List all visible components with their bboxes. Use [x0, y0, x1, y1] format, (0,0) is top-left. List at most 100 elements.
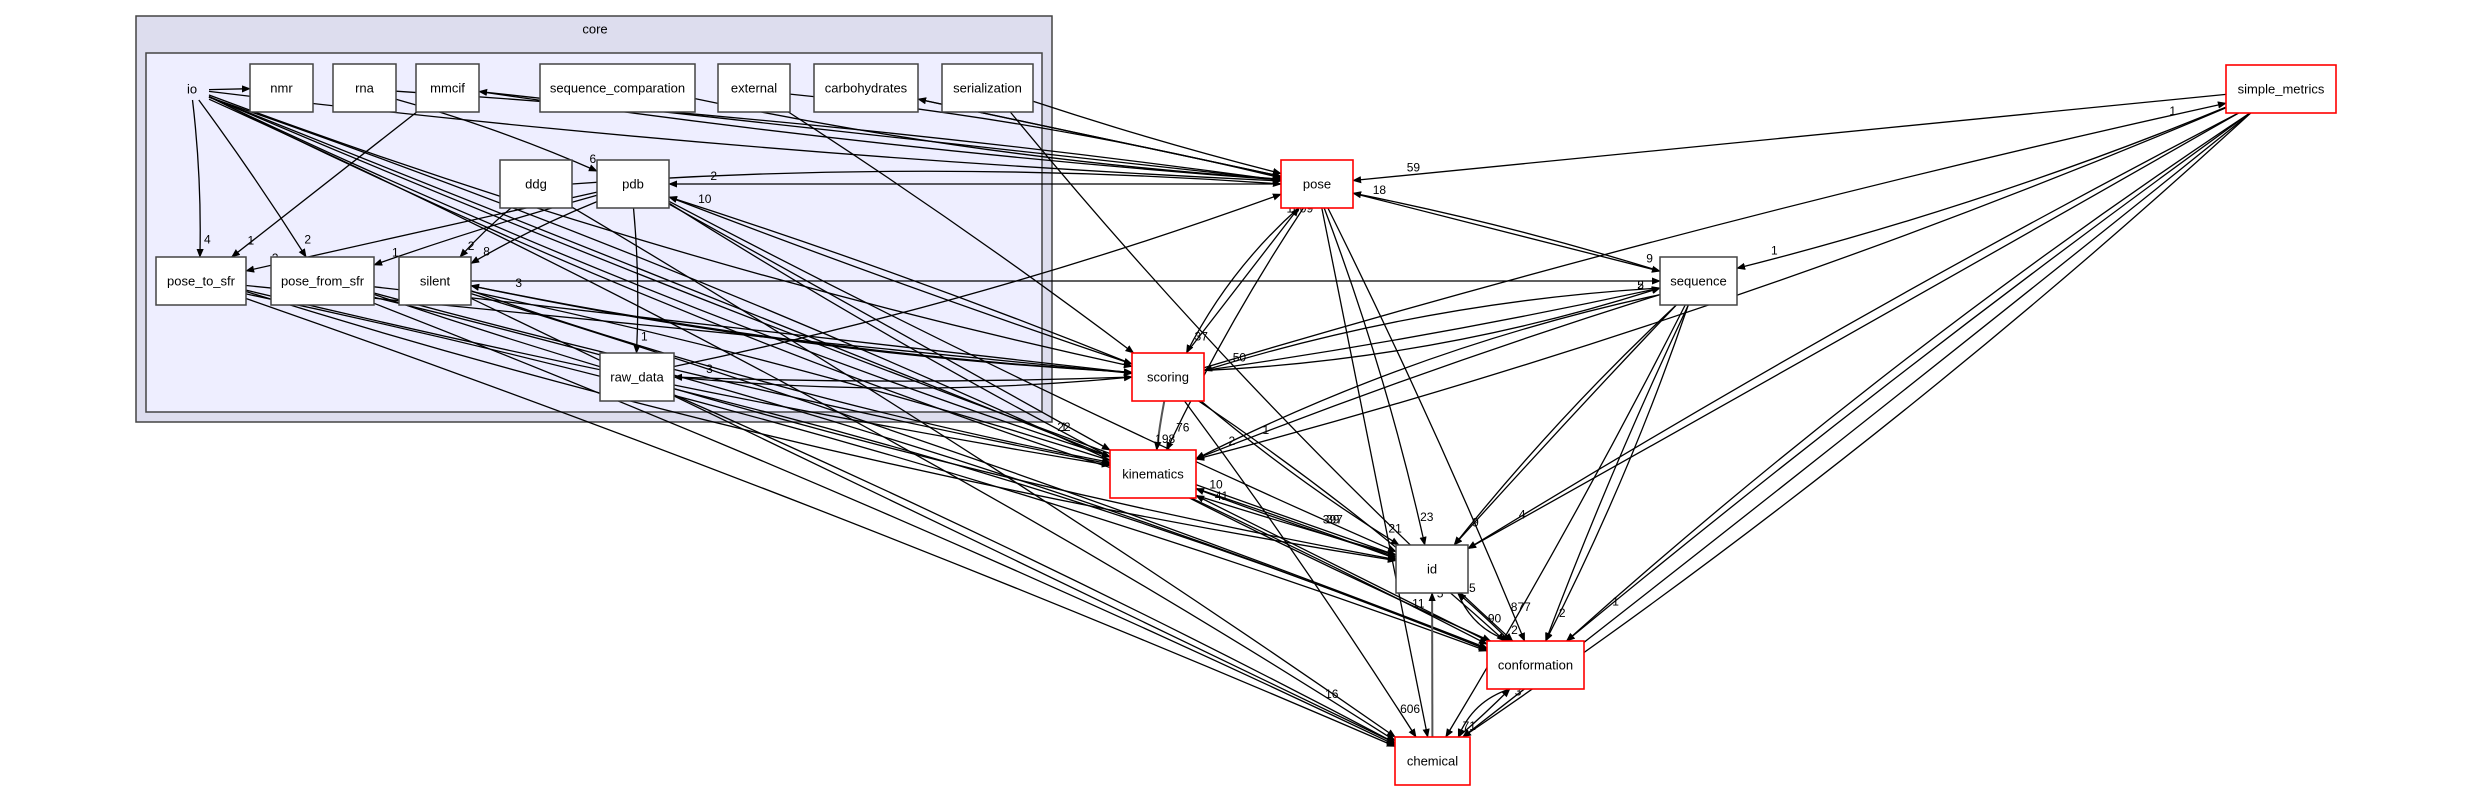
edge-label[interactable]: 41 [1215, 489, 1229, 503]
node-box[interactable] [539, 63, 696, 113]
edge-rna-to-pose[interactable] [395, 90, 1282, 183]
edge-label[interactable]: 16 [1325, 687, 1339, 701]
edge-label[interactable]: 2 [1559, 606, 1566, 620]
edge-label[interactable]: 877 [1511, 600, 1531, 614]
node-id[interactable]: id [1395, 544, 1469, 594]
edge-io-to-conformation[interactable] [208, 96, 1488, 645]
edge-label[interactable]: 10 [698, 192, 712, 206]
edge-pose_to_sfr-to-kinematics[interactable] [245, 289, 1111, 468]
node-box[interactable] [1395, 544, 1469, 594]
edge-label[interactable]: 8 [483, 245, 490, 259]
edge-pose_from_sfr-to-kinematics[interactable] [373, 292, 1111, 466]
node-scoring[interactable]: scoring [1131, 352, 1205, 402]
edge-label[interactable]: 9 [1646, 252, 1653, 266]
edge-sequence-to-conformation[interactable] [1545, 304, 1689, 642]
edge-pdb-to-conformation[interactable] [668, 202, 1492, 642]
edge-label[interactable]: 1 [392, 246, 399, 260]
edge-label[interactable]: 6 [590, 152, 597, 166]
edge-label[interactable]: 1 [1612, 594, 1619, 608]
edge-pose_from_sfr-to-id[interactable] [373, 293, 1397, 562]
edge-label[interactable]: 1 [641, 329, 648, 343]
edge-scoring-to-simple_metrics[interactable] [1203, 101, 2227, 369]
edge-label[interactable]: 59 [1407, 160, 1421, 174]
edge-label[interactable]: 1 [1262, 423, 1269, 437]
edge-label[interactable]: 2 [1637, 278, 1644, 292]
edge-sequence-to-id[interactable] [1453, 304, 1677, 546]
node-pdb[interactable]: pdb [596, 159, 670, 209]
node-box[interactable] [1109, 449, 1197, 499]
edge-scoring-to-sequence[interactable] [1203, 286, 1661, 372]
edge-pdb-to-silent[interactable] [470, 200, 598, 264]
edge-sequence-to-kinematics[interactable] [1195, 293, 1661, 460]
edge-label[interactable]: 606 [1400, 702, 1420, 716]
node-box[interactable] [1280, 159, 1354, 209]
node-conformation[interactable]: conformation [1486, 640, 1585, 690]
edge-label[interactable]: 397 [1323, 513, 1343, 527]
edge-label[interactable]: 198 [1155, 432, 1175, 446]
edge-simple_metrics-to-conformation[interactable] [1565, 112, 2251, 642]
edge-label[interactable]: 18 [1373, 183, 1387, 197]
edge-label[interactable]: 2 [1228, 434, 1235, 448]
edge-io-to-pose_to_sfr[interactable] [191, 99, 204, 258]
node-box[interactable] [717, 63, 791, 113]
node-pose-from-sfr[interactable]: pose_from_sfr [270, 256, 375, 306]
node-external[interactable]: external [717, 63, 791, 113]
edge-scoring-to-pose[interactable] [1185, 207, 1300, 354]
edge-simple_metrics-to-conformation[interactable] [1565, 112, 2251, 642]
edge-sequence-to-id[interactable] [1453, 304, 1677, 546]
edge-scoring-to-sequence[interactable] [1203, 287, 1661, 372]
edge-simple_metrics-to-id[interactable] [1467, 112, 2239, 550]
edge-sequence-to-scoring[interactable] [1203, 287, 1661, 372]
edge-label[interactable]: 39 [1326, 513, 1340, 527]
edge-pose-to-conformation[interactable] [1327, 207, 1526, 642]
edge-pose_to_sfr-to-chemical[interactable] [245, 297, 1396, 747]
edge-label[interactable]: 21 [1388, 521, 1402, 535]
edge-sequence-to-chemical[interactable] [1445, 304, 1686, 738]
edge-pose_from_sfr-to-chemical[interactable] [373, 302, 1396, 746]
edge-external-to-scoring[interactable] [788, 111, 1135, 354]
edge-label[interactable]: 50 [1233, 351, 1247, 365]
edge-label[interactable]: 1 [247, 233, 254, 247]
edge-label[interactable]: 2 [468, 239, 475, 253]
node-simple-metrics[interactable]: simple_metrics [2225, 64, 2337, 114]
edge-scoring-to-kinematics[interactable] [1154, 400, 1166, 451]
edge-silent-to-conformation[interactable] [470, 292, 1488, 649]
edge-io-to-kinematics[interactable] [208, 96, 1111, 458]
node-box[interactable] [941, 63, 1034, 113]
edge-io-to-chemical[interactable] [208, 98, 1396, 742]
edge-pose-to-id[interactable] [1323, 207, 1427, 546]
edge-serialization-to-pose[interactable] [1032, 100, 1282, 176]
edge-label[interactable]: 3 [706, 362, 713, 376]
edge-raw_data-to-chemical[interactable] [673, 394, 1396, 744]
edge-pdb-to-scoring[interactable] [668, 196, 1133, 365]
edge-label[interactable]: 5 [1637, 278, 1644, 292]
node-box[interactable] [2225, 64, 2337, 114]
edge-label[interactable]: 90 [1488, 612, 1502, 626]
edge-label[interactable]: 2 [304, 233, 311, 247]
edge-label[interactable]: 10 [1209, 478, 1223, 492]
edge-label[interactable]: 4 [204, 233, 211, 247]
edge-pdb-to-id[interactable] [668, 200, 1397, 553]
node-box[interactable] [155, 256, 247, 306]
edge-id-to-conformation[interactable] [1457, 592, 1511, 642]
edge-silent-to-kinematics[interactable] [470, 290, 1111, 465]
edge-simple_metrics-to-id[interactable] [1467, 112, 2239, 550]
node-box[interactable] [499, 159, 573, 209]
edge-pose_to_sfr-to-conformation[interactable] [245, 293, 1488, 652]
edge-sequence-to-kinematics[interactable] [1195, 293, 1661, 460]
edge-scoring-to-chemical[interactable] [1183, 400, 1417, 738]
edge-raw_data-to-conformation[interactable] [673, 388, 1488, 651]
node-pose[interactable]: pose [1280, 159, 1354, 209]
edge-label[interactable]: 37 [1195, 329, 1209, 343]
edge-pose_to_sfr-to-id[interactable] [245, 290, 1397, 563]
node-box[interactable] [415, 63, 480, 113]
node-sequence-comparation[interactable]: sequence_comparation [539, 63, 696, 113]
node-mmcif[interactable]: mmcif [415, 63, 480, 113]
node-box[interactable] [332, 63, 397, 113]
edge-silent-to-scoring[interactable] [470, 285, 1133, 376]
edge-simple_metrics-to-pose[interactable] [1352, 93, 2227, 184]
node-box[interactable] [599, 352, 675, 402]
node-box[interactable] [1486, 640, 1585, 690]
node-ddg[interactable]: ddg [499, 159, 573, 209]
node-box[interactable] [270, 256, 375, 306]
